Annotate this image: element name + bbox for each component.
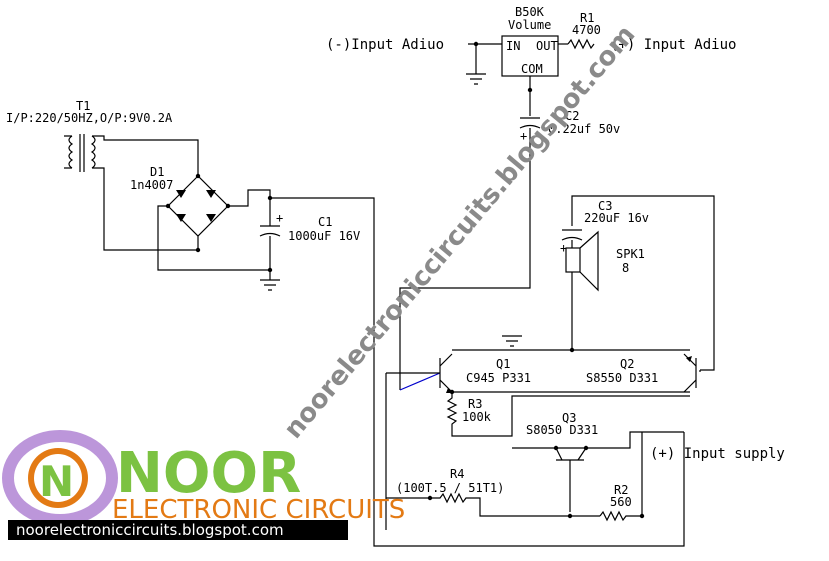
wire [512,431,684,449]
junction-dot [473,41,479,47]
resistor-r3 [446,392,690,437]
junction-dot [569,347,575,353]
transistor-q3 [555,447,587,512]
capacitor-c1: + [259,211,283,237]
q1-value: C945 P331 [466,371,531,385]
q2-name: Q2 [620,357,634,371]
svg-text:+: + [560,241,567,255]
wire [571,195,715,371]
transistor-q1 [439,353,453,393]
wire [92,135,199,176]
speaker-icon [565,230,599,292]
wire [399,128,531,390]
c1-value: 1000uF 16V [288,229,360,243]
ground-icon [466,73,486,85]
transistor-q2 [683,353,697,393]
pos-input-label: (+) Input Adiuo [610,37,736,53]
capacitor-c3: + [560,229,583,255]
r3-name: R3 [468,397,482,411]
junction-dot [583,445,589,451]
d1-name: D1 [150,165,164,179]
spk-value: 8 [622,261,629,275]
t1-name: T1 [76,99,90,113]
q1-name: Q1 [496,357,510,371]
junction-dot [449,389,455,395]
junction-dot [527,87,533,93]
svg-text:+: + [276,211,283,225]
d1-value: 1n4007 [130,178,173,192]
wire [92,167,199,251]
junction-dot [195,247,201,253]
resistor-r4 [386,492,600,517]
ground-icon [502,335,522,347]
r1-name: R1 [580,11,594,25]
vol-sub-label: Volume [508,18,551,32]
wire [385,372,440,530]
q3-name: Q3 [562,411,576,425]
junction-dot [427,495,433,501]
neg-input-label: (-)Input Adiuo [326,37,444,53]
resistor-r1 [567,38,595,50]
vol-out-label: OUT [536,39,558,53]
c3-value: 220uF 16v [584,211,649,225]
c2-value: 0.22uf 50v [548,122,620,136]
capacitor-c2: + [519,117,541,143]
junction-dot [267,267,273,273]
c2-name: C2 [565,109,579,123]
transformer-t1 [64,134,96,172]
wire [399,372,441,391]
logo-name: NOOR [116,441,301,506]
ground-icon [260,279,280,291]
r2-name: R2 [614,483,628,497]
resistor-r2 [599,432,643,522]
r4-value: (100T.5 / 51T1) [396,481,504,495]
r3-value: 100k [462,410,492,424]
junction-dot [195,173,201,179]
logo: N NOOR ELECTRONIC CIRCUITS noorelectroni… [2,430,405,540]
wire [270,197,685,547]
t1-spec: I/P:220/50HZ,O/P:9V0.2A [6,111,173,125]
vol-in-label: IN [506,39,520,53]
supply-label: (+) Input supply [650,446,785,462]
spk-name: SPK1 [616,247,645,261]
volume-potentiometer: IN OUT COM B50K Volume [501,5,559,77]
vol-name-label: B50K [515,5,545,19]
r1-value: 4700 [572,23,601,37]
r2-value: 560 [610,495,632,509]
svg-text:+: + [520,129,527,143]
logo-url: noorelectroniccircuits.blogspot.com [16,521,284,539]
c3-name: C3 [598,199,612,213]
logo-letter: N [39,457,74,506]
vol-com-label: COM [521,62,543,76]
q2-value: S8550 D331 [586,371,658,385]
junction-dot [639,513,645,519]
junction-dot [567,513,573,519]
r4-name: R4 [450,467,464,481]
bridge-rectifier-d1 [167,175,229,237]
q3-value: S8050 D331 [526,423,598,437]
c1-name: C1 [318,215,332,229]
wire [157,205,270,271]
wire [228,189,271,214]
